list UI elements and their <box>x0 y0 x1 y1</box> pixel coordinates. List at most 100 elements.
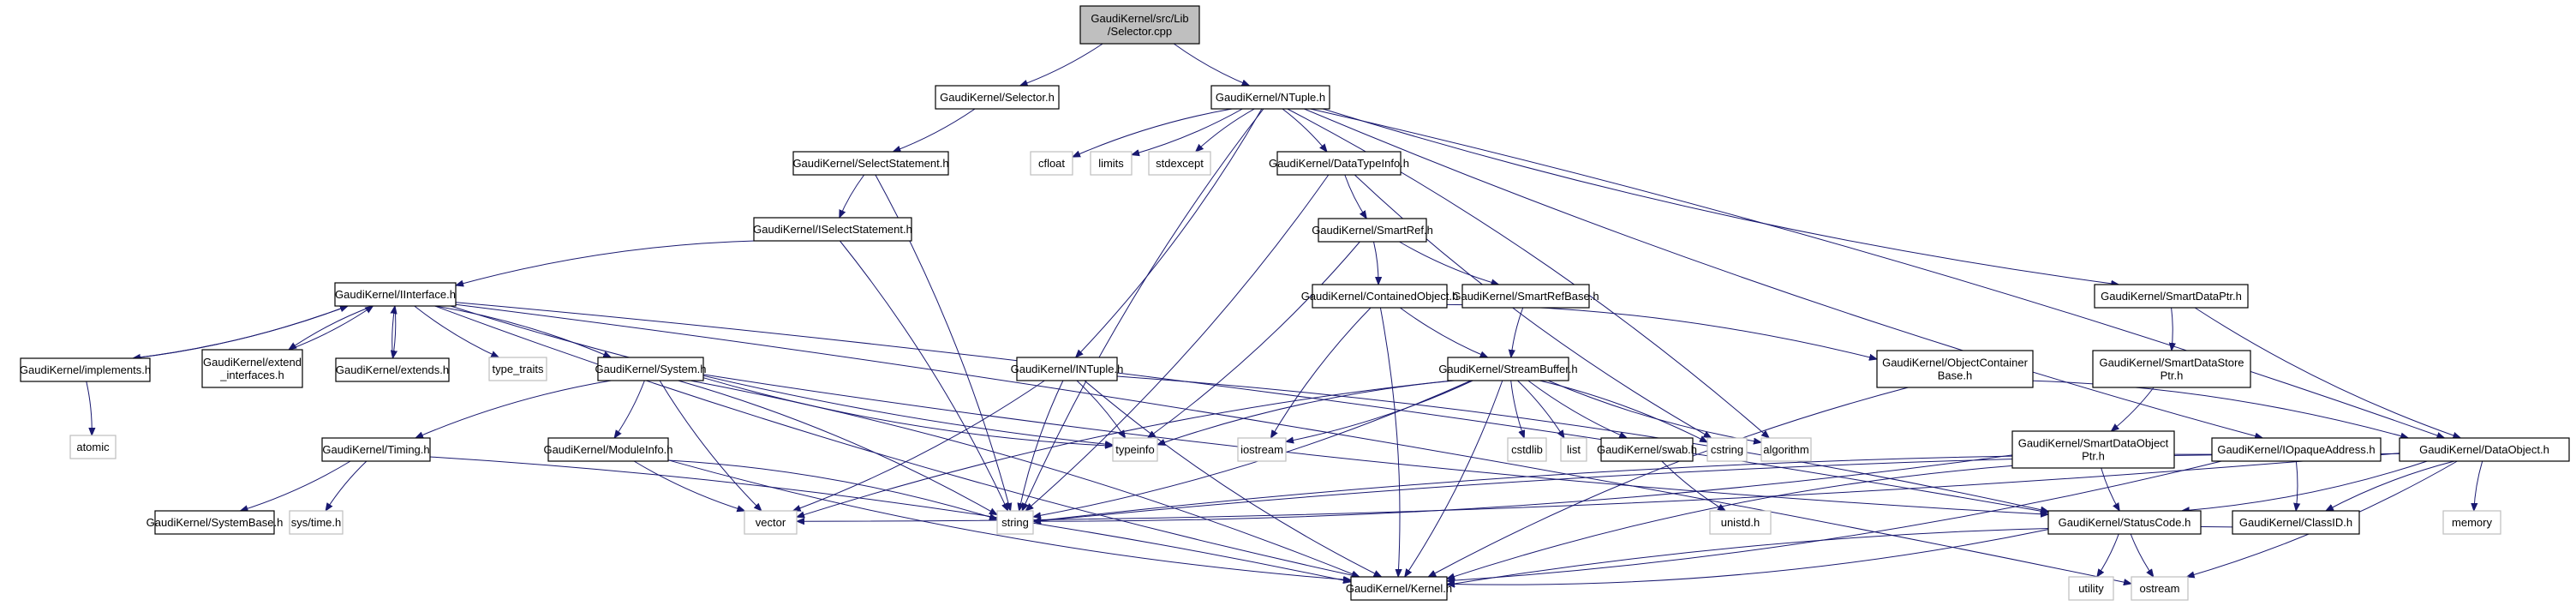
node-label: GaudiKernel/src/Lib <box>1091 12 1188 25</box>
edge-ntuple_h-to-dataobject_h <box>1310 108 2445 438</box>
edge-ntuple_h-to-datatypeinfo_h <box>1282 108 1327 152</box>
edge-root-to-ntuple_h <box>1173 43 1249 87</box>
node-extend-interfaces-h[interactable]: GaudiKernel/extend_interfaces.h <box>201 349 303 388</box>
node-stdexcept: stdexcept <box>1148 151 1211 176</box>
edge-implements_h-to-atomic <box>86 381 92 435</box>
node-label: utility <box>2078 582 2104 595</box>
node-box <box>1447 357 1569 381</box>
edges-layer <box>86 43 2483 585</box>
edge-intuple_h-to-statuscode_h <box>1116 375 2048 512</box>
edge-dataobject_h-to-classid_h <box>2326 460 2455 511</box>
node-containedobject-h[interactable]: GaudiKernel/ContainedObject.h <box>1301 284 1459 309</box>
node-ntuple-h[interactable]: GaudiKernel/NTuple.h <box>1210 85 1330 110</box>
node-kernel-h[interactable]: GaudiKernel/Kernel.h <box>1346 576 1452 601</box>
node-typeinfo: typeinfo <box>1112 437 1158 462</box>
edge-iinterface_h-to-extend_interfaces_h <box>289 305 374 350</box>
node-intuple-h[interactable]: GaudiKernel/INTuple.h <box>1011 357 1124 381</box>
node-ostream: ostream <box>2131 576 2189 601</box>
edge-streambuffer_h-to-cstdlib <box>1510 380 1525 438</box>
node-vector: vector <box>744 510 798 535</box>
node-box <box>334 282 457 307</box>
node-iopaqueaddress-h[interactable]: GaudiKernel/IOpaqueAddress.h <box>2211 437 2382 462</box>
edge-timing_h-to-kernel_h <box>429 456 1351 582</box>
node-extends-h[interactable]: GaudiKernel/extends.h <box>335 357 450 382</box>
node-smartref-h[interactable]: GaudiKernel/SmartRef.h <box>1312 218 1433 243</box>
edge-objectcontainerbase_h-to-kernel_h <box>1428 387 1909 577</box>
node-box <box>547 437 669 462</box>
node-utility: utility <box>2068 576 2114 601</box>
node-box <box>2131 576 2189 601</box>
edge-streambuffer_h-to-kernel_h <box>1405 380 1503 577</box>
edge-containedobject_h-to-iostream <box>1270 307 1372 438</box>
node-box <box>2094 284 2249 309</box>
node-root[interactable]: GaudiKernel/src/Lib/Selector.cpp <box>1079 5 1200 45</box>
node-streambuffer-h[interactable]: GaudiKernel/StreamBuffer.h <box>1438 357 1578 381</box>
node-label: GaudiKernel/DataTypeInfo.h <box>1269 157 1409 170</box>
edge-ntuple_h-to-algorithm <box>1287 108 1769 438</box>
edge-ntuple_h-to-limits <box>1132 108 1243 155</box>
node-statuscode-h[interactable]: GaudiKernel/StatusCode.h <box>2047 510 2202 535</box>
node-datatypeinfo-h[interactable]: GaudiKernel/DataTypeInfo.h <box>1269 151 1409 176</box>
node-box <box>1016 357 1118 381</box>
node-selector-h[interactable]: GaudiKernel/Selector.h <box>935 85 1060 110</box>
node-iinterface-h[interactable]: GaudiKernel/IInterface.h <box>334 282 457 307</box>
node-limits: limits <box>1090 151 1133 176</box>
node-label: string <box>1001 516 1029 529</box>
node-classid-h[interactable]: GaudiKernel/ClassID.h <box>2232 510 2360 535</box>
node-label: _interfaces.h <box>219 369 284 381</box>
node-system-h[interactable]: GaudiKernel/System.h <box>595 357 707 381</box>
nodes-layer: GaudiKernel/src/Lib/Selector.cppGaudiKer… <box>20 5 2570 601</box>
node-cfloat: cfloat <box>1030 151 1073 176</box>
node-box <box>1461 284 1590 309</box>
node-label: typeinfo <box>1115 443 1155 456</box>
node-box <box>1350 576 1448 601</box>
node-dataobject-h[interactable]: GaudiKernel/DataObject.h <box>2399 437 2570 462</box>
node-box <box>1237 437 1287 462</box>
node-box <box>1112 437 1158 462</box>
edge-swab_h-to-unistd_h <box>1661 460 1725 511</box>
edge-intuple_h-to-typeinfo <box>1076 380 1126 438</box>
edge-classid_h-to-kernel_h <box>1447 525 2233 585</box>
edge-statuscode_h-to-kernel_h <box>1447 529 2049 585</box>
edge-system_h-to-statuscode_h <box>702 374 2048 514</box>
node-box <box>20 357 151 382</box>
node-algorithm: algorithm <box>1760 437 1812 462</box>
node-box <box>1312 284 1448 309</box>
node-label: GaudiKernel/ISelectStatement.h <box>753 223 912 236</box>
node-label: GaudiKernel/swab.h <box>1597 443 1697 456</box>
node-timing-h[interactable]: GaudiKernel/Timing.h <box>321 437 431 462</box>
edge-iinterface_h-to-ostream <box>455 303 2131 584</box>
node-box <box>289 510 344 535</box>
node-box <box>2399 437 2570 462</box>
node-label: GaudiKernel/Timing.h <box>322 443 429 456</box>
edge-iopaqueaddress_h-to-kernel_h <box>1447 460 2222 581</box>
node-label: atomic <box>76 441 110 453</box>
node-swab-h[interactable]: GaudiKernel/swab.h <box>1597 437 1697 462</box>
node-smartrefbase-h[interactable]: GaudiKernel/SmartRefBase.h <box>1452 284 1599 309</box>
edge-smartdataptr_h-to-smartdatastoreptr_h <box>2172 307 2173 351</box>
edge-streambuffer_h-to-algorithm <box>1547 380 1761 442</box>
edge-dataobject_h-to-vector <box>797 453 2400 522</box>
node-label: unistd.h <box>1721 516 1760 529</box>
node-systembase-h[interactable]: GaudiKernel/SystemBase.h <box>146 510 284 535</box>
node-iselectstatement-h[interactable]: GaudiKernel/ISelectStatement.h <box>753 217 912 242</box>
node-box <box>1276 151 1402 176</box>
node-implements-h[interactable]: GaudiKernel/implements.h <box>20 357 151 382</box>
node-label: limits <box>1098 157 1124 170</box>
node-moduleinfo-h[interactable]: GaudiKernel/ModuleInfo.h <box>543 437 673 462</box>
node-label: GaudiKernel/SmartDataPtr.h <box>2101 290 2242 303</box>
edge-datatypeinfo_h-to-string <box>1025 174 1330 511</box>
edge-containedobject_h-to-kernel_h <box>1379 307 1400 577</box>
node-selectstatement-h[interactable]: GaudiKernel/SelectStatement.h <box>792 151 949 176</box>
node-box <box>1090 151 1133 176</box>
node-label: GaudiKernel/extend <box>203 356 302 369</box>
edge-iinterface_h-to-kernel_h <box>434 305 1360 577</box>
node-box <box>1210 85 1330 110</box>
edge-smartdataobjectptr_h-to-string <box>1033 454 2013 521</box>
node-smartdataptr-h[interactable]: GaudiKernel/SmartDataPtr.h <box>2094 284 2249 309</box>
node-label: GaudiKernel/System.h <box>595 363 706 375</box>
node-box <box>792 151 949 176</box>
